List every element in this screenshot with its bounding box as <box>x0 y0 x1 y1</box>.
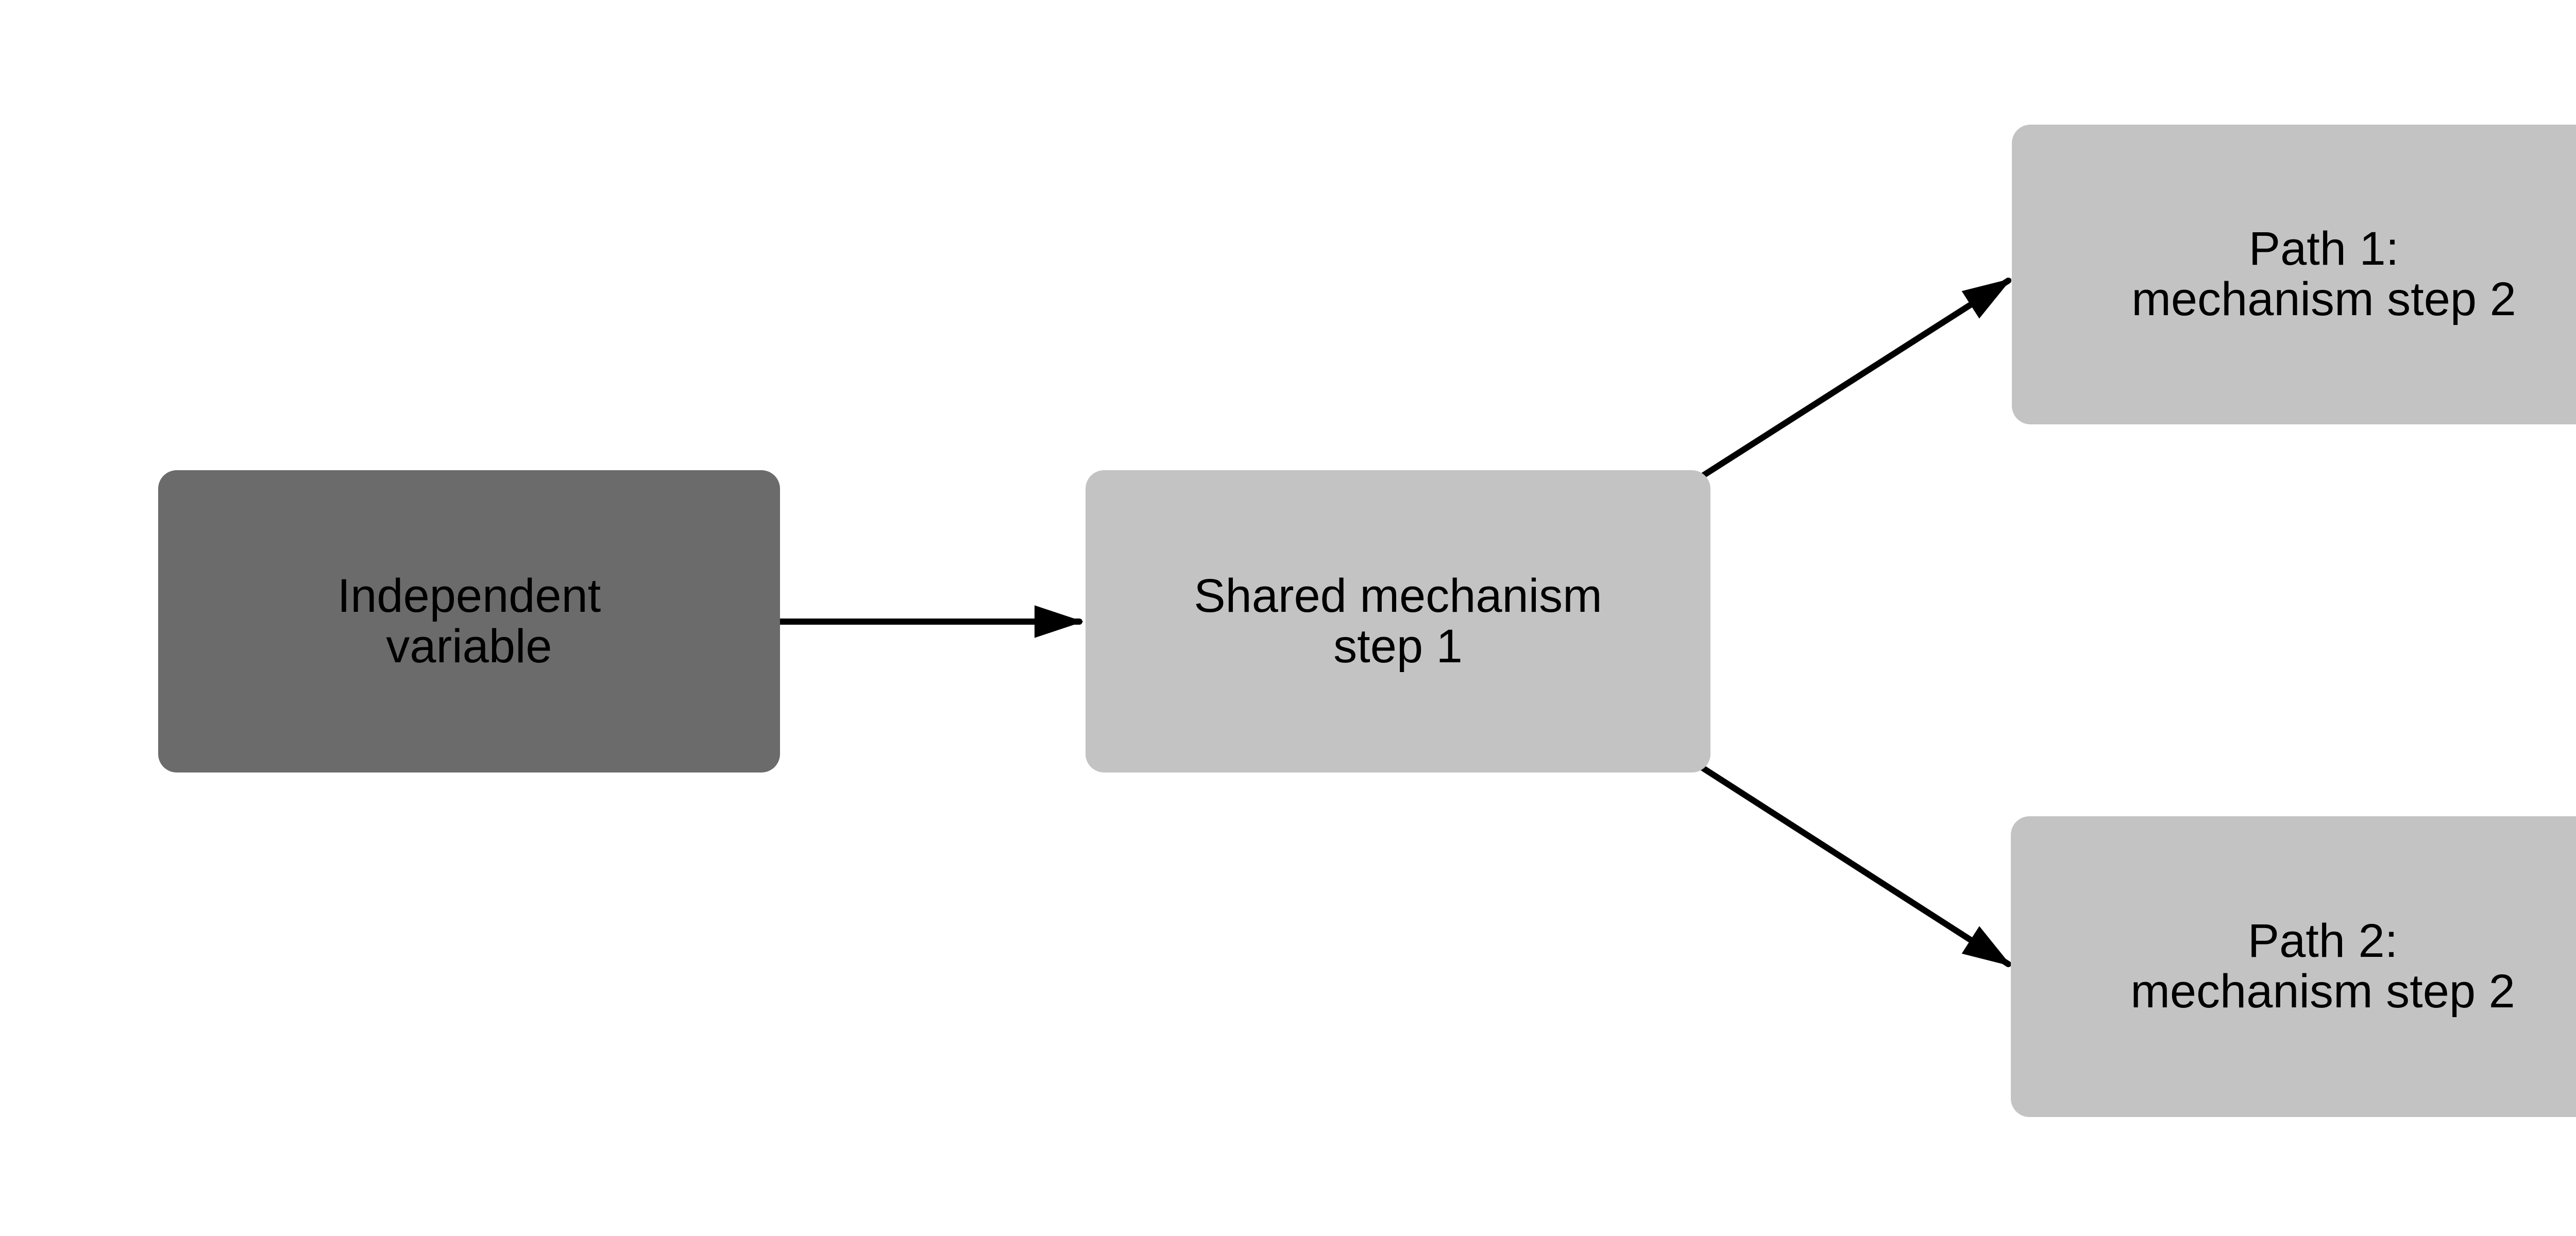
arrow-shared-to-path1 <box>1697 278 2012 480</box>
node-path-1-mechanism-step-2: Path 1: mechanism step 2 <box>2012 125 2576 424</box>
node-path-2-mechanism-step-2: Path 2: mechanism step 2 <box>2011 816 2576 1117</box>
arrow-shared-to-path2 <box>1697 763 2012 967</box>
node-independent-variable: Independent variable <box>158 470 780 772</box>
node-shared-mechanism-step-1: Shared mechanism step 1 <box>1086 470 1710 772</box>
